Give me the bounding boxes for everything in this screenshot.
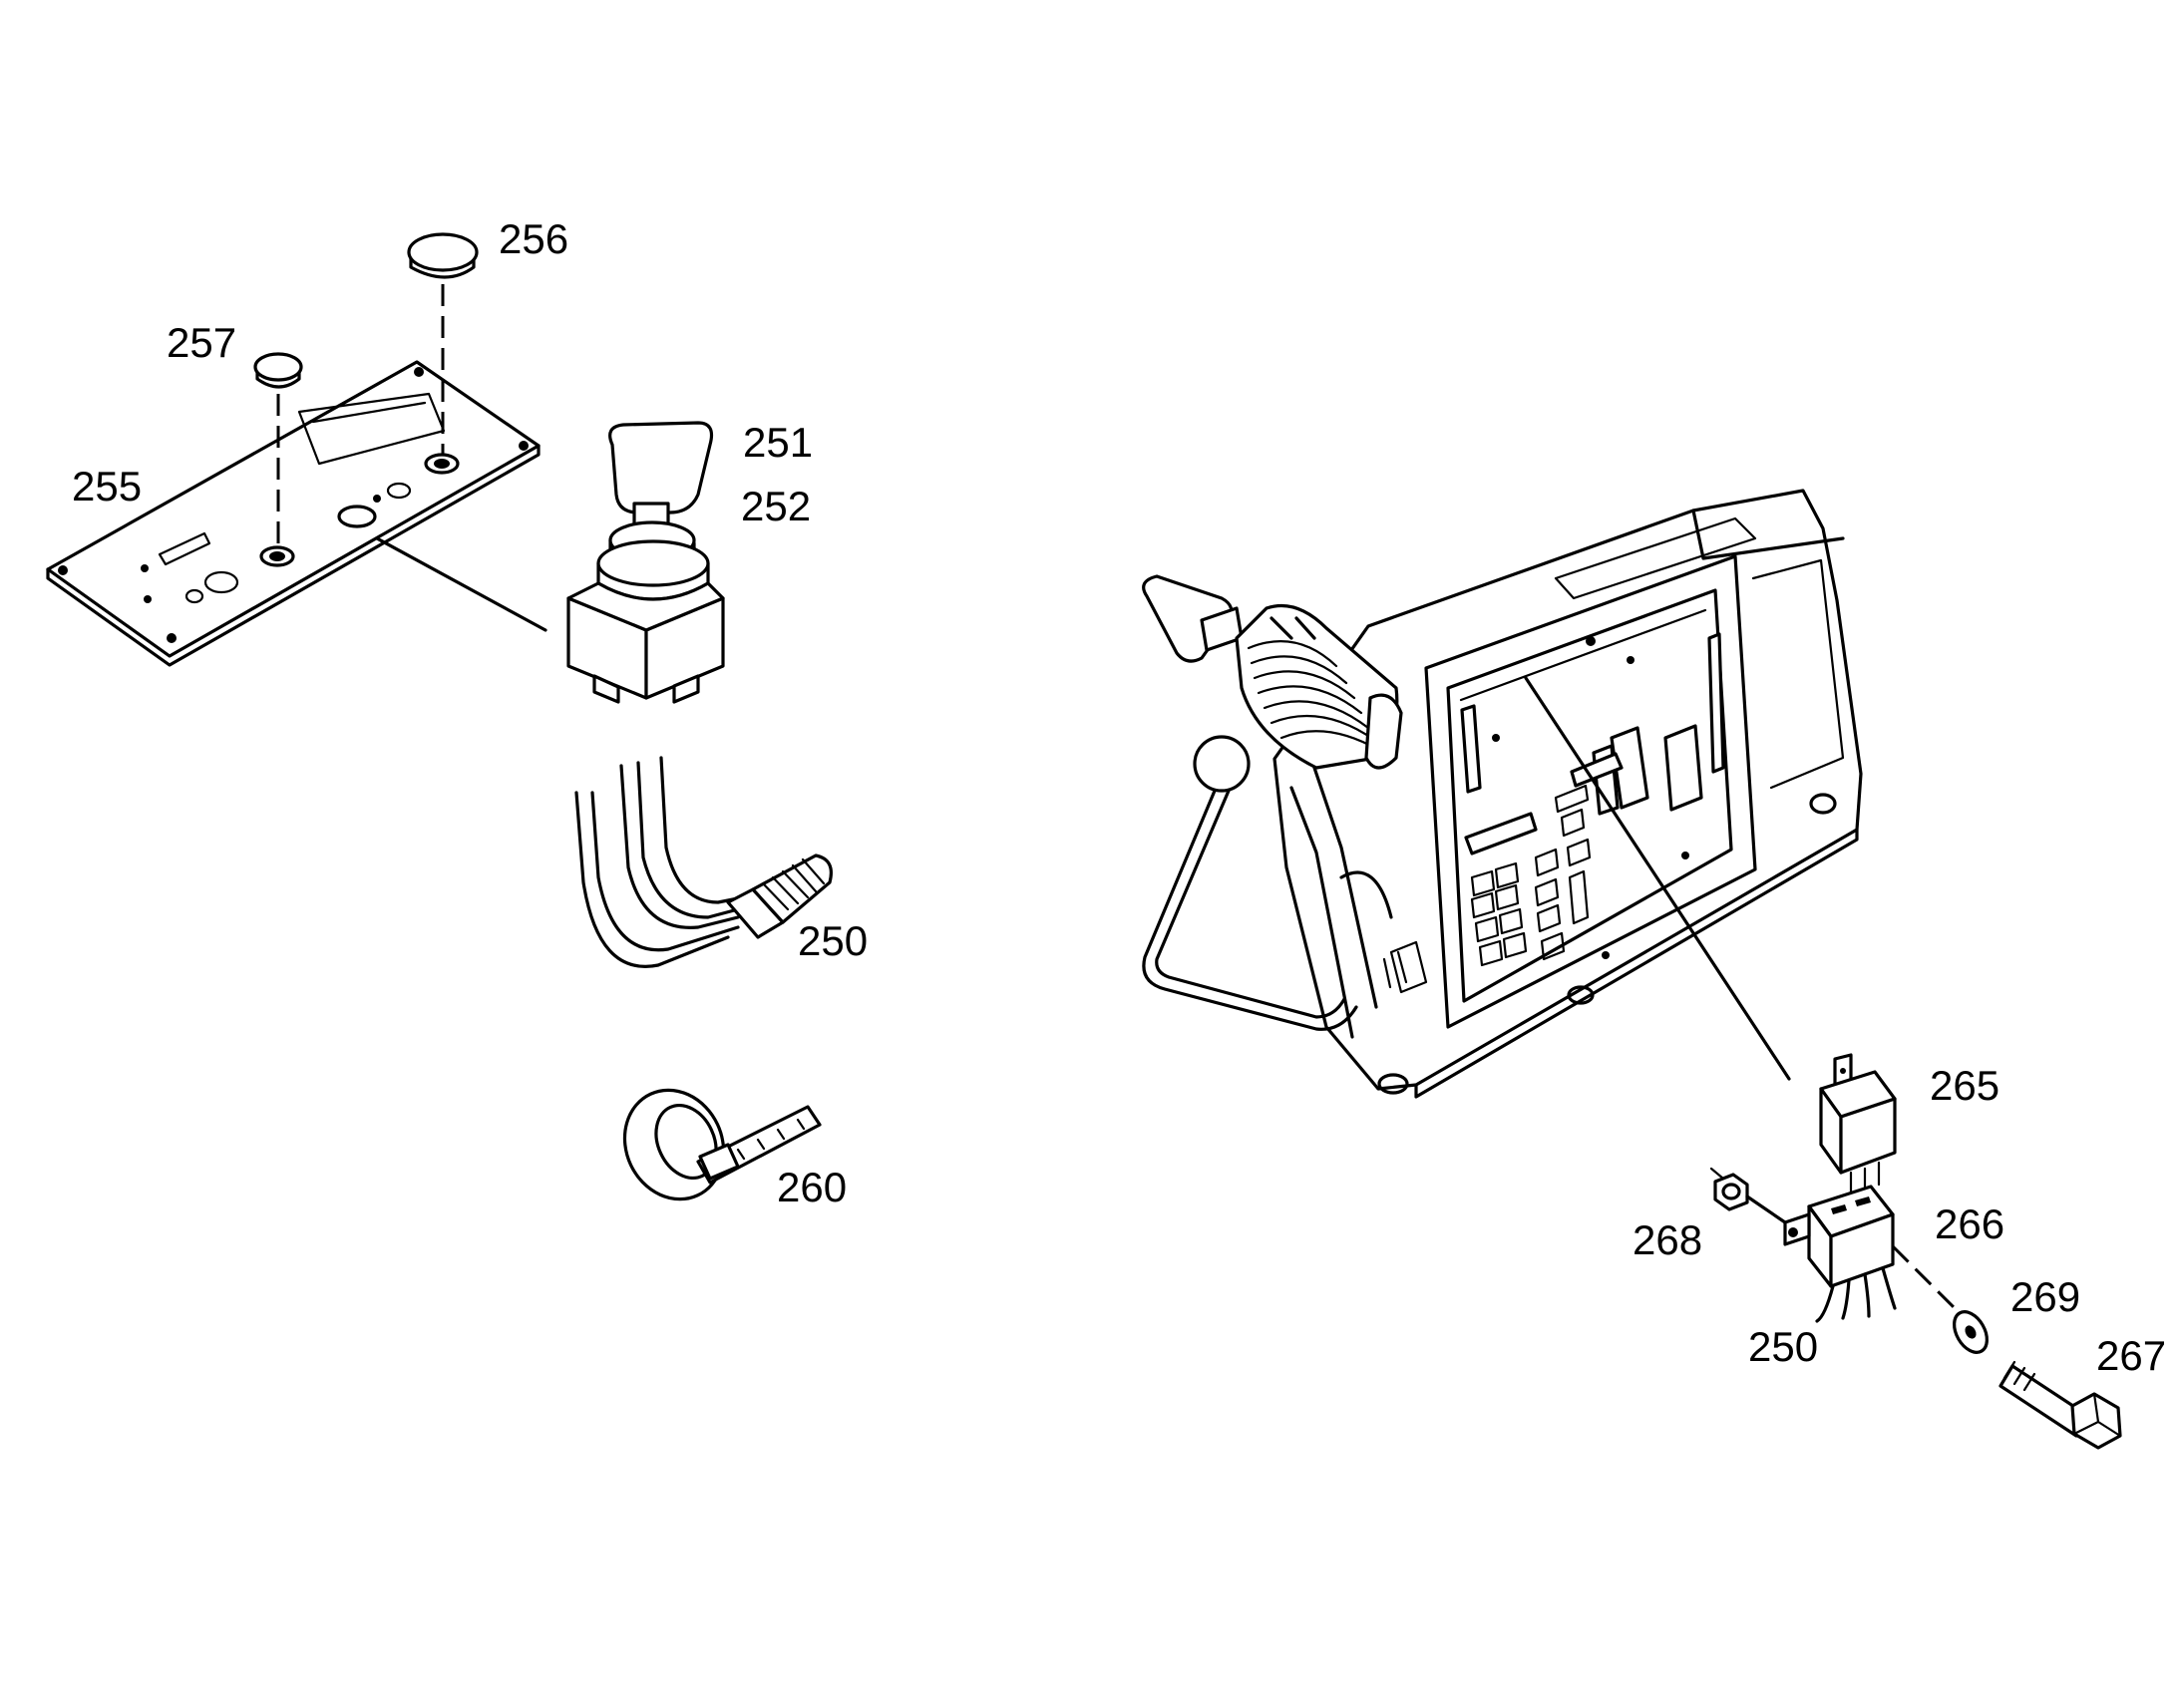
callout-251: 251	[743, 419, 813, 466]
leader-plate-switch	[375, 536, 547, 632]
control-console	[1272, 489, 1863, 1099]
relay	[1819, 1053, 1897, 1196]
key-switch	[566, 421, 725, 704]
callout-255: 255	[72, 463, 142, 510]
joystick-lever	[1142, 574, 1403, 1031]
cover-plate	[46, 360, 541, 667]
wire-harness	[574, 756, 833, 968]
cable-tie	[622, 1088, 822, 1201]
callout-265: 265	[1930, 1062, 1999, 1109]
callout-256: 256	[499, 215, 568, 262]
leader-console-relay	[1524, 676, 1791, 1081]
callout-260: 260	[777, 1164, 847, 1210]
relay-socket	[1783, 1185, 1897, 1323]
callout-250-relay: 250	[1748, 1323, 1818, 1370]
callout-266: 266	[1935, 1200, 2004, 1247]
callout-267: 267	[2096, 1332, 2166, 1379]
callout-250-harness: 250	[798, 917, 868, 964]
callout-268: 268	[1633, 1216, 1702, 1263]
callout-252: 252	[741, 483, 811, 529]
washer-and-bolt	[1891, 1244, 2122, 1450]
nut	[1709, 1167, 1787, 1224]
plug-small	[253, 352, 303, 548]
callout-257: 257	[167, 319, 236, 366]
callout-269: 269	[2010, 1273, 2080, 1320]
plug-large	[407, 232, 479, 454]
